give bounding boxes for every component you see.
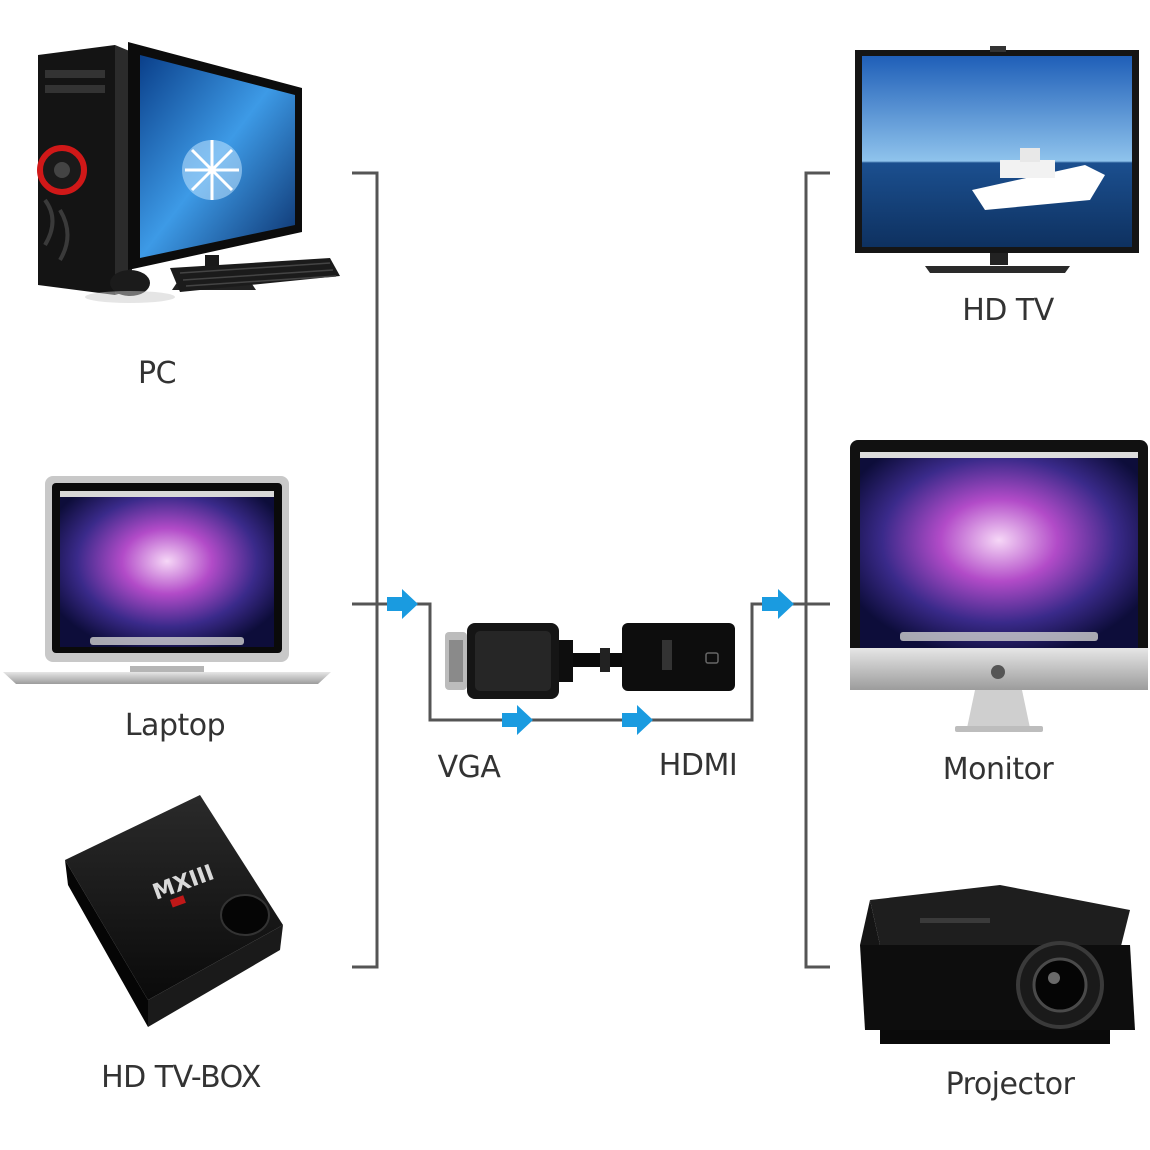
signal-arrow-2 [502,705,533,735]
hd-tv-icon [855,46,1139,273]
signal-arrow-1 [387,589,418,619]
signal-arrow-3 [622,705,653,735]
laptop-icon [3,476,331,684]
hd-tv-label: HD TV [962,293,1054,328]
pc-label: PC [137,356,177,391]
monitor-label: Monitor [942,752,1054,787]
source-bracket [352,171,830,969]
vga-label: VGA [437,750,501,785]
tv-box-label: HD TV-BOX [101,1060,261,1095]
monitor-icon [850,440,1148,732]
tv-box-icon: MXIII [65,795,283,1027]
projector-label: Projector [945,1067,1075,1102]
hdmi-label: HDMI [658,748,738,783]
laptop-label: Laptop [124,708,226,743]
desktop-pc-icon [37,42,340,303]
vga-to-hdmi-adapter-icon [445,623,735,699]
projector-icon [860,885,1135,1044]
signal-arrow-4 [762,589,794,619]
